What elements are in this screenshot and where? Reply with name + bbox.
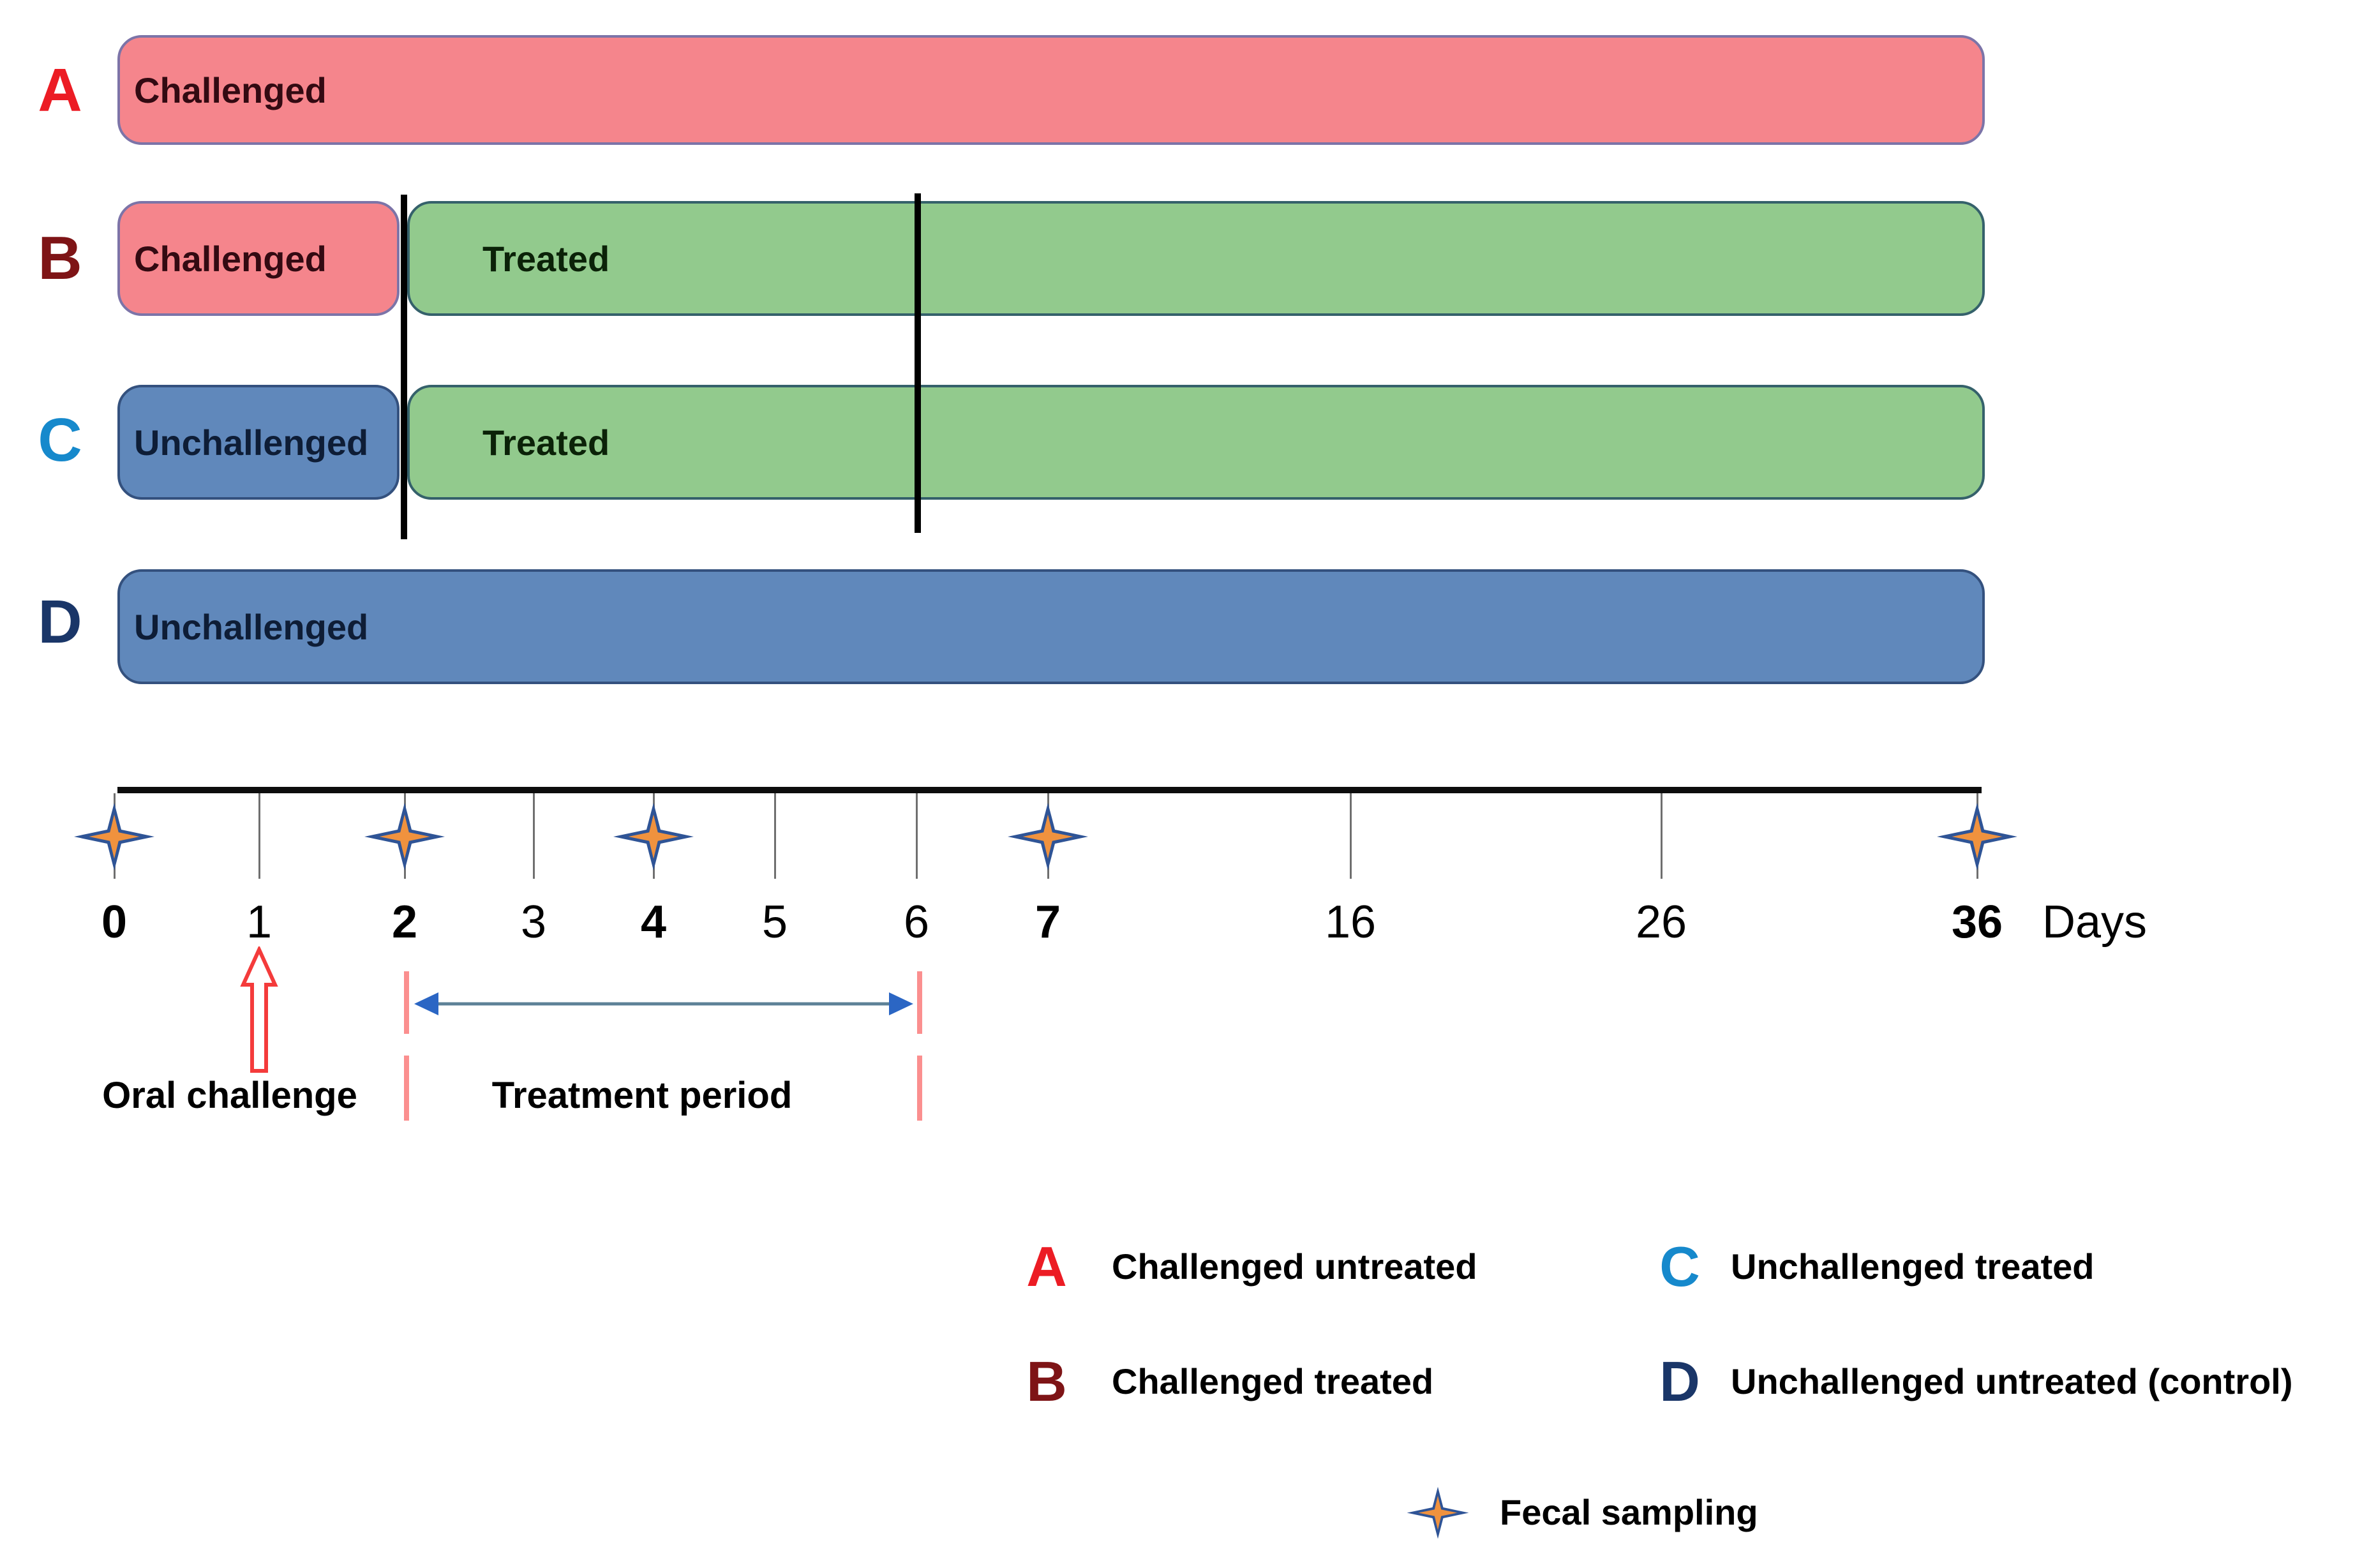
day-label-0: 0 [101, 897, 128, 948]
timeline-axis [117, 787, 1982, 793]
group-letter-a: A [38, 56, 82, 124]
timeline-tick-day16 [1350, 793, 1352, 879]
bar-c-unchallenged: Unchallenged [117, 385, 400, 500]
group-letter-b: B [38, 224, 82, 292]
group-letter-c: C [38, 406, 82, 474]
legend-letter-b: B [1026, 1350, 1067, 1413]
treatment-boundary-dash [404, 971, 409, 1034]
fecal-sampling-star-icon [613, 803, 694, 870]
day-label-5: 5 [761, 897, 788, 948]
fecal-sampling-star-icon [1937, 803, 2017, 870]
day-label-36: 36 [1951, 897, 2003, 948]
treatment-boundary-dash [917, 971, 922, 1034]
treatment-end-line [915, 193, 921, 533]
bar-b-treated: Treated [407, 201, 1985, 316]
day-label-2: 2 [391, 897, 418, 948]
treatment-period-arrow-icon [414, 992, 913, 1015]
timeline-tick-day5 [774, 793, 776, 879]
bar-b-challenged-label: Challenged [134, 238, 327, 279]
bar-a-label: Challenged [134, 70, 327, 110]
bar-d-unchallenged-label: Unchallenged [134, 606, 369, 647]
group-letter-d: D [38, 588, 82, 656]
oral-challenge-label: Oral challenge [102, 1075, 357, 1116]
legend-letter-d: D [1659, 1350, 1700, 1413]
fecal-sampling-star-icon [1008, 803, 1088, 870]
days-axis-label: Days [2042, 897, 2148, 948]
legend-label-b: Challenged treated [1112, 1361, 1434, 1401]
treatment-boundary-dash [917, 1056, 922, 1121]
day-label-26: 26 [1635, 897, 1687, 948]
day-label-3: 3 [520, 897, 547, 948]
fecal-sampling-legend-star-icon [1407, 1486, 1469, 1539]
fecal-sampling-star-icon [74, 803, 154, 870]
oral-challenge-arrow-icon [240, 946, 278, 1073]
bar-c-treated-label: Treated [482, 422, 610, 463]
treatment-boundary-dash [404, 1056, 409, 1121]
timeline-tick-day3 [533, 793, 535, 879]
treatment-start-line [401, 195, 407, 539]
timeline-tick-day6 [916, 793, 918, 879]
day-label-4: 4 [640, 897, 667, 948]
legend-label-c: Unchallenged treated [1731, 1246, 2095, 1287]
timeline-tick-day1 [258, 793, 260, 879]
legend-label-d: Unchallenged untreated (control) [1731, 1361, 2293, 1401]
bar-d-unchallenged: Unchallenged [117, 569, 1985, 684]
fecal-sampling-label: Fecal sampling [1500, 1492, 1758, 1532]
day-label-1: 1 [246, 897, 273, 948]
bar-c-unchallenged-label: Unchallenged [134, 422, 369, 463]
day-label-6: 6 [903, 897, 930, 948]
legend-label-a: Challenged untreated [1112, 1246, 1477, 1287]
bar-c-treated: Treated [407, 385, 1985, 500]
day-label-16: 16 [1324, 897, 1377, 948]
bar-b-treated-label: Treated [482, 238, 610, 279]
bar-a-challenged: Challenged [117, 35, 1985, 145]
treatment-period-label: Treatment period [491, 1075, 793, 1116]
fecal-sampling-star-icon [364, 803, 445, 870]
legend-letter-c: C [1659, 1235, 1700, 1298]
legend-letter-a: A [1026, 1235, 1067, 1298]
day-label-7: 7 [1035, 897, 1061, 948]
timeline-tick-day26 [1661, 793, 1662, 879]
bar-b-challenged: Challenged [117, 201, 400, 316]
